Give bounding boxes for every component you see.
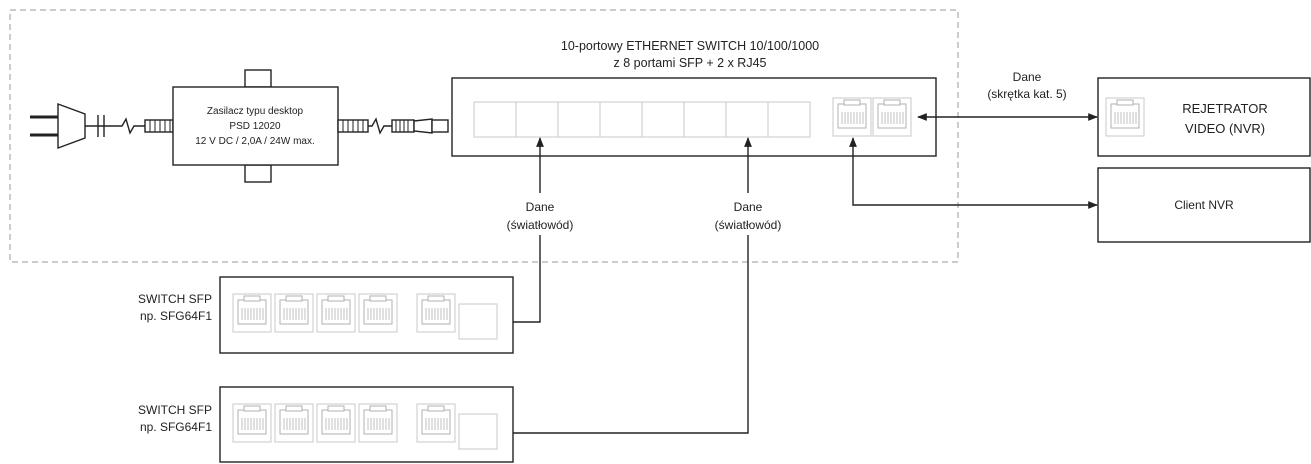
sfp-switch-2: SWITCH SFP np. SFG64F1 bbox=[138, 386, 514, 463]
sfp-port bbox=[557, 101, 601, 138]
nvr-label-line1: REJETRATOR bbox=[1182, 101, 1267, 116]
sfp-port bbox=[599, 101, 643, 138]
power-supply: Zasilacz typu desktop PSD 12020 12 V DC … bbox=[172, 69, 339, 183]
rj45-port-icon bbox=[358, 293, 398, 333]
installation-boundary bbox=[9, 9, 959, 263]
rj45-port-icon bbox=[274, 403, 314, 443]
copper-link-client bbox=[849, 137, 1098, 209]
nvr-recorder: REJETRATOR VIDEO (NVR) bbox=[1097, 77, 1311, 157]
sfp-switch-2-label-line2: np. SFG64F1 bbox=[140, 420, 212, 434]
sfp-port bbox=[767, 101, 811, 138]
main-switch-title-line1: 10-portowy ETHERNET SWITCH 10/100/1000 bbox=[561, 39, 819, 53]
rj45-port-icon bbox=[232, 403, 272, 443]
copper-link-label-line2: (skrętka kat. 5) bbox=[987, 87, 1066, 101]
main-switch: 10-portowy ETHERNET SWITCH 10/100/1000 z… bbox=[451, 39, 937, 157]
fiber-link-1-label-line2: (światłowód) bbox=[507, 218, 574, 232]
fiber-link-2-label-line2: (światłowód) bbox=[715, 218, 782, 232]
rj45-port-icon bbox=[316, 403, 356, 443]
power-supply-line2: PSD 12020 bbox=[229, 121, 281, 132]
power-supply-line3: 12 V DC / 2,0A / 24W max. bbox=[195, 136, 315, 147]
sfp-port bbox=[515, 101, 559, 138]
rj45-port-icon bbox=[1105, 97, 1145, 137]
sfp-port-group bbox=[473, 101, 811, 138]
sfp-switch-2-label-line1: SWITCH SFP bbox=[138, 403, 212, 417]
rj45-port-icon bbox=[872, 97, 912, 137]
rj45-port-icon bbox=[316, 293, 356, 333]
fiber-link-1-label-line1: Dane bbox=[526, 200, 555, 214]
sfp-port bbox=[641, 101, 685, 138]
main-switch-title-line2: z 8 portami SFP + 2 x RJ45 bbox=[614, 56, 767, 70]
sfp-port bbox=[725, 101, 769, 138]
sfp-port bbox=[458, 413, 498, 450]
rj45-port-icon bbox=[416, 403, 456, 443]
client-nvr-label: Client NVR bbox=[1174, 198, 1234, 212]
sfp-switch-1-label-line1: SWITCH SFP bbox=[138, 292, 212, 306]
rj45-port-icon bbox=[232, 293, 272, 333]
power-supply-line1: Zasilacz typu desktop bbox=[207, 106, 304, 117]
copper-link-label-line1: Dane bbox=[1013, 70, 1042, 84]
fiber-link-2-label-line1: Dane bbox=[734, 200, 763, 214]
client-nvr: Client NVR bbox=[1097, 167, 1311, 243]
dc-cable bbox=[337, 117, 449, 135]
sfp-switch-1: SWITCH SFP np. SFG64F1 bbox=[138, 276, 514, 354]
sfp-port bbox=[458, 303, 498, 340]
rj45-port-icon bbox=[274, 293, 314, 333]
rj45-port-icon bbox=[832, 97, 872, 137]
rj45-port-icon bbox=[416, 293, 456, 333]
rj45-port-icon bbox=[358, 403, 398, 443]
nvr-label-line2: VIDEO (NVR) bbox=[1185, 121, 1265, 136]
sfp-port bbox=[473, 101, 517, 138]
sfp-port bbox=[683, 101, 727, 138]
sfp-switch-1-label-line2: np. SFG64F1 bbox=[140, 309, 212, 323]
power-plug-icon bbox=[30, 102, 174, 150]
fiber-link-2 bbox=[499, 137, 752, 437]
